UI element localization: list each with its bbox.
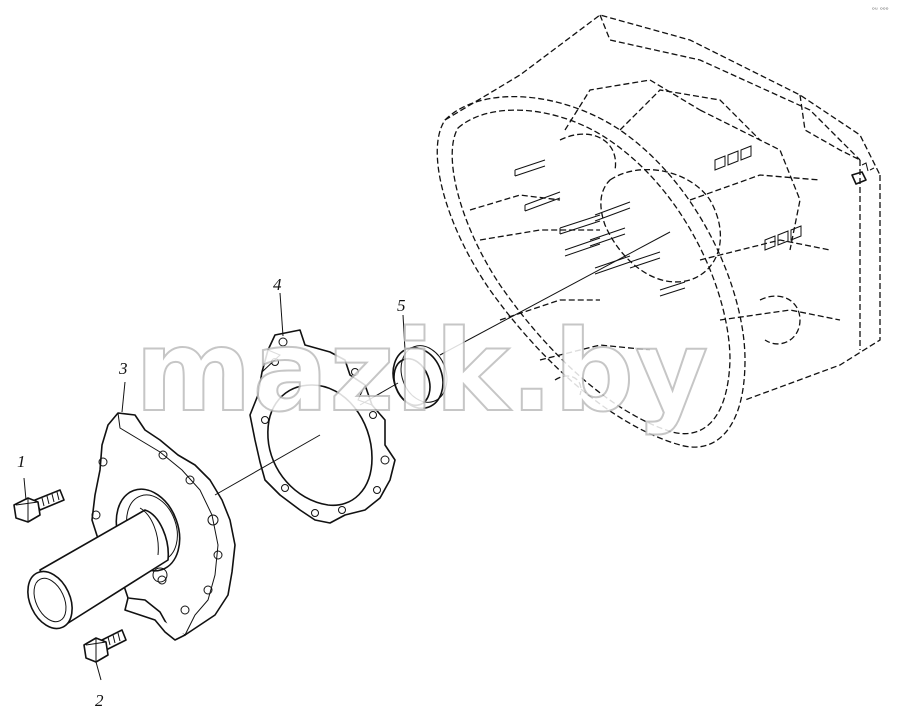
callout-5: 5 [397,296,406,315]
watermark-text: mazik.by [135,307,709,437]
callout-1: 1 [17,452,26,471]
leader-lines [23,292,406,681]
callout-4: 4 [273,275,282,294]
bolt-part-2 [83,629,127,663]
callout-2: 2 [95,691,104,710]
bolt-part-1 [13,489,65,523]
transmission-housing [436,14,881,448]
front-cover-part-3 [27,412,236,641]
gasket-part-4 [249,329,396,524]
assembly-axis-lines [214,231,671,496]
callout-3: 3 [118,359,128,378]
oil-seal-part-5 [392,345,448,410]
corner-mark: ᵒᵘ ᵒᵒᵒ [872,6,889,14]
